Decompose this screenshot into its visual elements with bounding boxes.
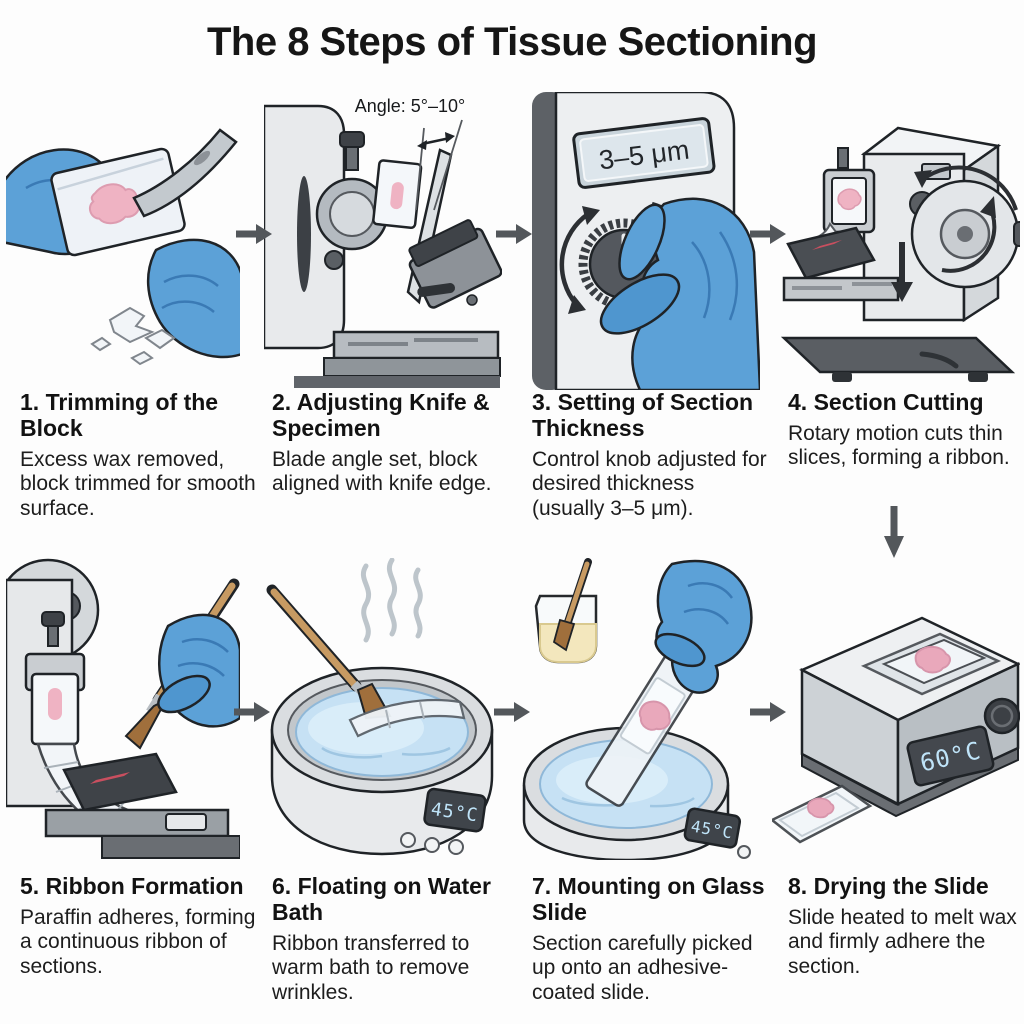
machine-base xyxy=(780,336,1016,374)
step2-description: Blade angle set, block aligned with knif… xyxy=(272,447,492,496)
step8-illustration: 60°C xyxy=(772,558,1020,860)
flow-arrow-3-4-icon xyxy=(748,222,786,246)
gloved-hand xyxy=(157,613,240,728)
knife-holder xyxy=(408,219,502,309)
step3-illustration: 3–5 μm xyxy=(524,92,760,390)
step7-caption: 7. Mounting on Glass Slide Section caref… xyxy=(532,873,770,1005)
tissue-sample xyxy=(88,183,141,225)
step6-title: 6. Floating on Water Bath xyxy=(272,873,491,925)
step2-title: 2. Adjusting Knife & Specimen xyxy=(272,389,490,441)
rotation-arrow-icon xyxy=(914,165,1018,273)
paraffin-block xyxy=(50,147,186,257)
chuck-screw xyxy=(339,131,365,148)
flow-arrow-2-3-icon xyxy=(494,222,532,246)
step1-title: 1. Trimming of the Block xyxy=(20,389,219,441)
step7-description: Section carefully picked up onto an adhe… xyxy=(532,931,753,1004)
knife-stage xyxy=(786,226,876,280)
step4-title: 4. Section Cutting xyxy=(788,389,984,415)
gloved-hand xyxy=(599,197,760,390)
step7-title: 7. Mounting on Glass Slide xyxy=(532,873,765,925)
tissue-section xyxy=(638,700,671,731)
step6-caption: 6. Floating on Water Bath Ribbon transfe… xyxy=(272,873,510,1005)
temperature-display: 60°C xyxy=(906,725,995,787)
step2-caption: 2. Adjusting Knife & Specimen Blade angl… xyxy=(272,389,510,497)
tissue-sample xyxy=(837,188,862,211)
page-title: The 8 Steps of Tissue Sectioning xyxy=(206,20,818,64)
feed-arrow-icon xyxy=(891,242,913,302)
tissue-sample xyxy=(390,182,404,210)
flow-arrow-7-8-icon xyxy=(748,700,786,724)
step8-description: Slide heated to melt wax and firmly adhe… xyxy=(788,905,1017,978)
step4-caption: 4. Section Cutting Rotary motion cuts th… xyxy=(788,389,1024,471)
temperature-display: 45°C xyxy=(423,787,487,833)
paraffin-block xyxy=(372,159,423,229)
flow-arrow-down-icon xyxy=(882,504,906,560)
adhesive-beaker xyxy=(534,558,598,664)
thickness-display: 3–5 μm xyxy=(572,117,716,189)
flow-arrow-1-2-icon xyxy=(234,222,272,246)
step5-title: 5. Ribbon Formation xyxy=(20,873,244,899)
flow-arrow-6-7-icon xyxy=(492,700,530,724)
step3-caption: 3. Setting of Section Thickness Control … xyxy=(532,389,770,521)
angle-label: Angle: 5°–10° xyxy=(355,96,465,116)
display-buttons xyxy=(400,832,464,855)
knife-holder xyxy=(62,752,178,812)
step3-title: 3. Setting of Section Thickness xyxy=(532,389,754,441)
tissue-section xyxy=(914,646,951,674)
step1-caption: 1. Trimming of the Block Excess wax remo… xyxy=(20,389,258,521)
step4-illustration xyxy=(772,92,1020,390)
step4-description: Rotary motion cuts thin slices, forming … xyxy=(788,421,1010,470)
step5-description: Paraffin adheres, forming a continuous r… xyxy=(20,905,256,978)
step2-illustration: Angle: 5°–10° xyxy=(264,92,502,390)
angle-annotation: Angle: 5°–10° xyxy=(355,96,465,211)
steam-icon xyxy=(360,558,423,643)
step5-caption: 5. Ribbon Formation Paraffin adheres, fo… xyxy=(20,873,258,979)
step8-title: 8. Drying the Slide xyxy=(788,873,989,899)
spare-slide xyxy=(772,784,873,844)
step7-illustration: 45°C xyxy=(522,558,762,860)
step5-illustration xyxy=(6,558,240,860)
temperature-display: 45°C xyxy=(683,807,742,849)
step3-description: Control knob adjusted for desired thickn… xyxy=(532,447,767,520)
step1-illustration xyxy=(6,92,240,390)
step8-caption: 8. Drying the Slide Slide heated to melt… xyxy=(788,873,1024,979)
step1-description: Excess wax removed, block trimmed for sm… xyxy=(20,447,256,520)
right-glove xyxy=(146,238,240,359)
step6-illustration: 45°C xyxy=(262,558,502,860)
scalpel-blade xyxy=(132,128,238,218)
step6-description: Ribbon transferred to warm bath to remov… xyxy=(272,931,470,1004)
hotplate-knob xyxy=(983,697,1020,735)
tissue-sample xyxy=(48,688,62,720)
floating-ribbon xyxy=(348,698,466,738)
wax-shavings xyxy=(90,306,176,366)
flow-arrow-5-6-icon xyxy=(232,700,270,724)
gloved-hand xyxy=(654,559,753,694)
